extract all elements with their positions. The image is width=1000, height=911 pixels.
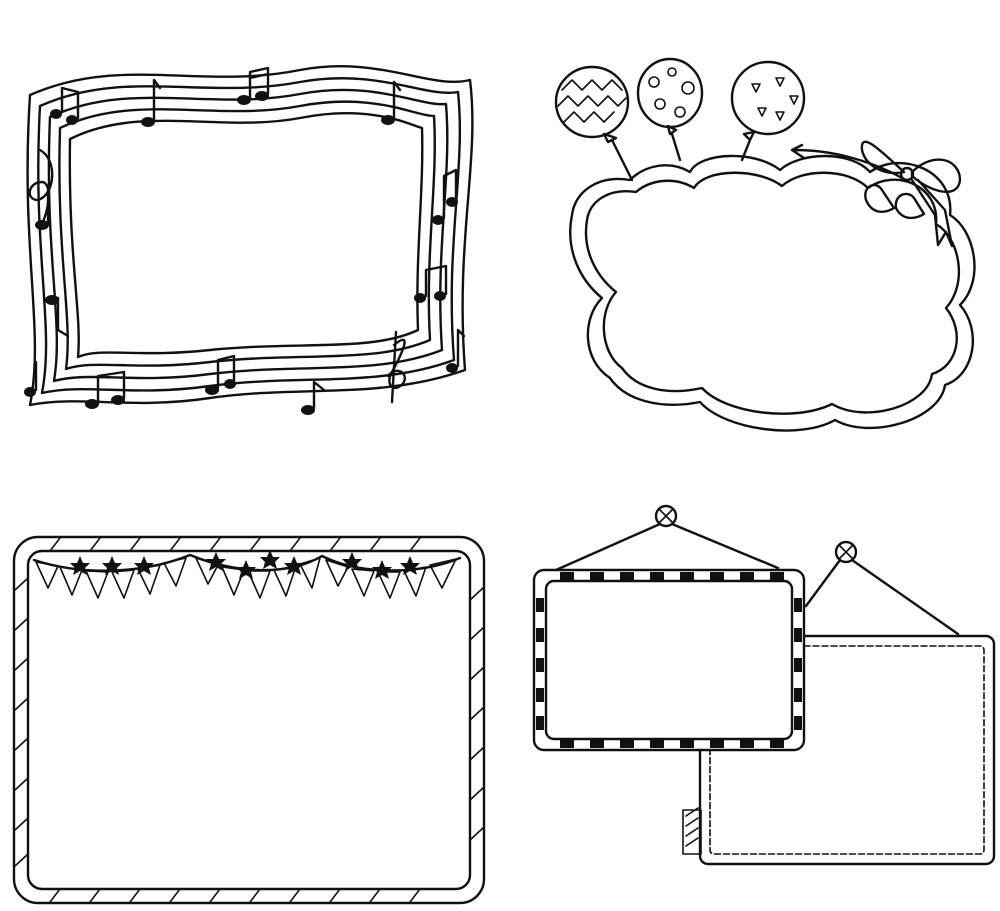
front-sign xyxy=(532,504,806,752)
bunting-flags xyxy=(35,557,457,599)
bunting-frame xyxy=(12,535,486,905)
music-note-frame xyxy=(24,65,474,415)
balloon-triangles xyxy=(730,60,806,162)
cloud-balloon-frame xyxy=(554,57,976,432)
dash-border xyxy=(536,572,802,748)
hanging-sign-frames xyxy=(532,504,996,866)
balloon-dots xyxy=(636,57,704,162)
music-notes xyxy=(24,66,466,415)
bow-bells xyxy=(790,140,962,248)
border-hatching xyxy=(14,537,484,903)
balloon-zigzag xyxy=(554,65,634,182)
bunting-stars xyxy=(70,550,420,579)
